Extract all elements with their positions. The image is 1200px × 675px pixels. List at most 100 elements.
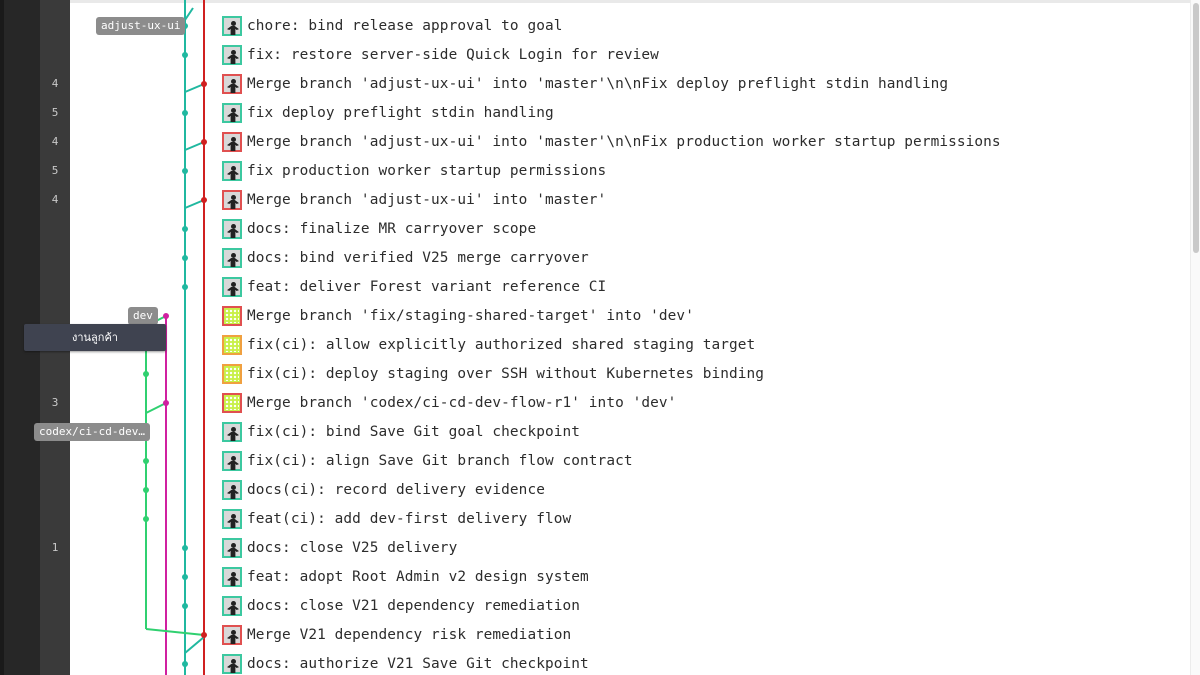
- author-avatar: [222, 335, 242, 355]
- scrollbar-thumb[interactable]: [1193, 3, 1199, 253]
- author-avatar: [222, 393, 242, 413]
- commit-dot: [163, 313, 169, 319]
- commit-dot: [182, 52, 188, 58]
- commit-row[interactable]: feat: adopt Root Admin v2 design system: [222, 566, 589, 588]
- author-avatar: [222, 45, 242, 65]
- commit-message: fix: restore server-side Quick Login for…: [247, 47, 659, 63]
- commit-message: feat(ci): add dev-first delivery flow: [247, 511, 572, 527]
- author-avatar: [222, 567, 242, 587]
- commit-row[interactable]: docs: close V21 dependency remediation: [222, 595, 580, 617]
- commit-message: docs(ci): record delivery evidence: [247, 482, 545, 498]
- author-avatar: [222, 451, 242, 471]
- author-avatar: [222, 654, 242, 674]
- line-number: 1: [51, 541, 59, 554]
- author-avatar: [222, 74, 242, 94]
- line-number: 4: [51, 135, 59, 148]
- author-avatar: [222, 190, 242, 210]
- author-avatar: [222, 596, 242, 616]
- commit-message: fix(ci): align Save Git branch flow cont…: [247, 453, 633, 469]
- top-divider: [70, 0, 1200, 3]
- author-avatar: [222, 161, 242, 181]
- author-avatar: [222, 625, 242, 645]
- commit-dot: [201, 81, 207, 87]
- branch-tag-dev[interactable]: dev: [128, 307, 158, 325]
- commit-row[interactable]: docs: bind verified V25 merge carryover: [222, 247, 589, 269]
- commit-message: docs: authorize V21 Save Git checkpoint: [247, 656, 589, 672]
- author-avatar: [222, 364, 242, 384]
- commit-row[interactable]: fix production worker startup permission…: [222, 160, 606, 182]
- author-avatar: [222, 132, 242, 152]
- scrollbar-track[interactable]: [1190, 0, 1200, 675]
- commit-dot: [163, 400, 169, 406]
- commit-message: fix deploy preflight stdin handling: [247, 105, 554, 121]
- commit-dot: [201, 197, 207, 203]
- commit-dot: [182, 255, 188, 261]
- branch-tag-codex-ci-cd-dev[interactable]: codex/ci-cd-dev…: [34, 423, 150, 441]
- line-number: 4: [51, 193, 59, 206]
- author-avatar: [222, 103, 242, 123]
- commit-row[interactable]: chore: bind release approval to goal: [222, 15, 563, 37]
- commit-message: fix(ci): deploy staging over SSH without…: [247, 366, 765, 382]
- commit-row[interactable]: Merge branch 'adjust-ux-ui' into 'master…: [222, 189, 606, 211]
- commit-message: Merge branch 'codex/ci-cd-dev-flow-r1' i…: [247, 395, 677, 411]
- commit-dot: [201, 632, 207, 638]
- commit-message: feat: adopt Root Admin v2 design system: [247, 569, 589, 585]
- commit-message: feat: deliver Forest variant reference C…: [247, 279, 607, 295]
- commit-row[interactable]: docs(ci): record delivery evidence: [222, 479, 545, 501]
- commit-dot: [201, 139, 207, 145]
- line-number: 3: [51, 396, 59, 409]
- commit-dot: [182, 603, 188, 609]
- merge-connector: [184, 83, 205, 93]
- commit-message: docs: close V25 delivery: [247, 540, 458, 556]
- commit-row[interactable]: feat: deliver Forest variant reference C…: [222, 276, 606, 298]
- author-avatar: [222, 16, 242, 36]
- commit-message: docs: close V21 dependency remediation: [247, 598, 581, 614]
- commit-dot: [182, 284, 188, 290]
- commit-row[interactable]: Merge branch 'adjust-ux-ui' into 'master…: [222, 131, 1001, 153]
- author-avatar: [222, 248, 242, 268]
- commit-row[interactable]: fix(ci): align Save Git branch flow cont…: [222, 450, 633, 472]
- commit-row[interactable]: fix deploy preflight stdin handling: [222, 102, 554, 124]
- commit-dot: [143, 458, 149, 464]
- commit-message: fix(ci): allow explicitly authorized sha…: [247, 337, 756, 353]
- commit-row[interactable]: Merge branch 'adjust-ux-ui' into 'master…: [222, 73, 948, 95]
- author-avatar: [222, 277, 242, 297]
- commit-row[interactable]: fix(ci): allow explicitly authorized sha…: [222, 334, 755, 356]
- commit-message: Merge branch 'fix/staging-shared-target'…: [247, 308, 694, 324]
- commit-row[interactable]: docs: authorize V21 Save Git checkpoint: [222, 653, 589, 675]
- commit-row[interactable]: fix(ci): bind Save Git goal checkpoint: [222, 421, 580, 443]
- merge-connector: [184, 636, 205, 654]
- commit-message: docs: bind verified V25 merge carryover: [247, 250, 589, 266]
- branch-tag-adjust-ux-ui[interactable]: adjust-ux-ui: [96, 17, 186, 35]
- commit-message: chore: bind release approval to goal: [247, 18, 563, 34]
- branch-connector: [184, 7, 194, 21]
- author-avatar: [222, 480, 242, 500]
- commit-dot: [182, 110, 188, 116]
- dev-merge-connector: [145, 402, 167, 414]
- line-number: 5: [51, 164, 59, 177]
- merge-connector: [184, 199, 205, 209]
- commit-row[interactable]: docs: close V25 delivery: [222, 537, 457, 559]
- commit-dot: [182, 574, 188, 580]
- commit-row[interactable]: fix: restore server-side Quick Login for…: [222, 44, 659, 66]
- commit-row[interactable]: fix(ci): deploy staging over SSH without…: [222, 363, 764, 385]
- tooltip: งานลูกค้า: [24, 324, 166, 351]
- author-avatar: [222, 219, 242, 239]
- author-avatar: [222, 538, 242, 558]
- commit-message: fix(ci): bind Save Git goal checkpoint: [247, 424, 581, 440]
- left-panel-edge: [0, 0, 4, 675]
- commit-row[interactable]: docs: finalize MR carryover scope: [222, 218, 536, 240]
- commit-message: Merge branch 'adjust-ux-ui' into 'master…: [247, 76, 949, 92]
- commit-row[interactable]: Merge branch 'codex/ci-cd-dev-flow-r1' i…: [222, 392, 676, 414]
- commit-message: Merge V21 dependency risk remediation: [247, 627, 572, 643]
- commit-row[interactable]: feat(ci): add dev-first delivery flow: [222, 508, 571, 530]
- line-number: 4: [51, 77, 59, 90]
- commit-row[interactable]: Merge branch 'fix/staging-shared-target'…: [222, 305, 694, 327]
- commit-row[interactable]: Merge V21 dependency risk remediation: [222, 624, 571, 646]
- commit-message: Merge branch 'adjust-ux-ui' into 'master…: [247, 192, 607, 208]
- commit-message: fix production worker startup permission…: [247, 163, 607, 179]
- author-avatar: [222, 422, 242, 442]
- commit-dot: [182, 168, 188, 174]
- commit-message: Merge branch 'adjust-ux-ui' into 'master…: [247, 134, 1001, 150]
